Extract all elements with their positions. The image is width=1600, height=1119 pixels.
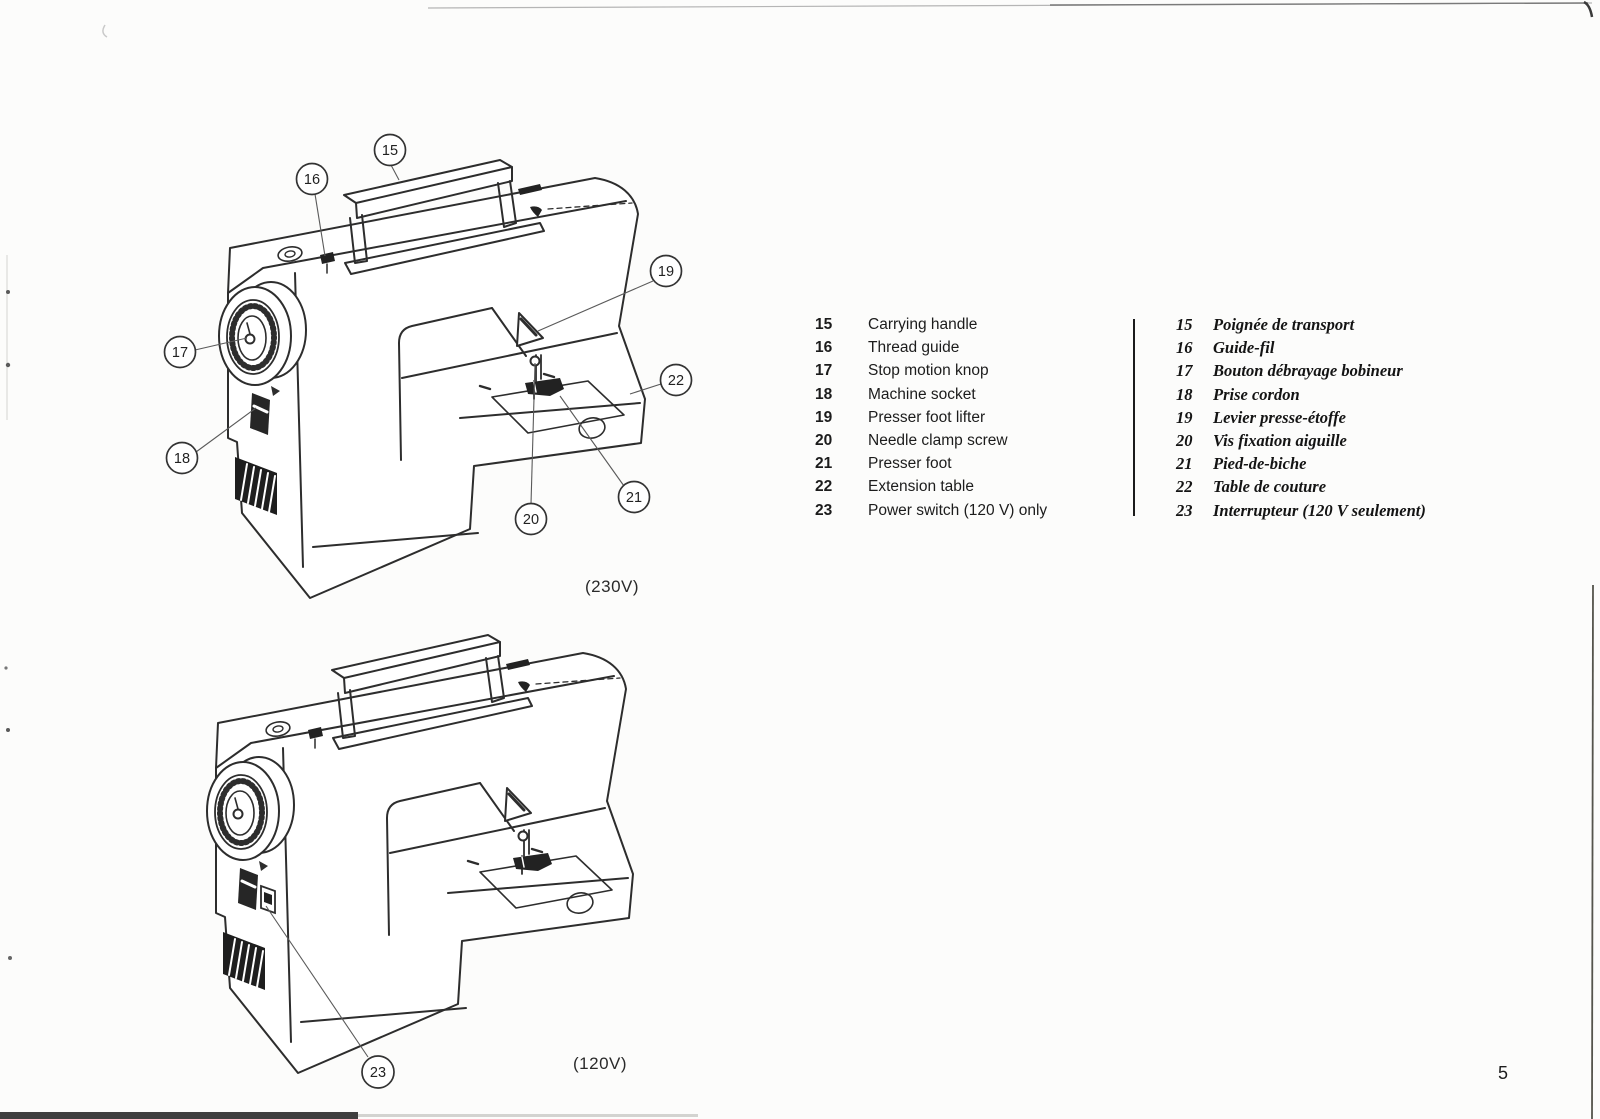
diagram-sewing-machine-230v: 15 16 17 18 19 20 21 22 xyxy=(163,133,693,599)
caption-120v: (120V) xyxy=(573,1054,628,1073)
callout-21-presser-foot: 21 xyxy=(617,480,651,514)
caption-230v: (230V) xyxy=(585,577,640,596)
svg-text:18: 18 xyxy=(174,451,190,467)
callout-17-stop-motion-knop: 17 xyxy=(163,335,197,369)
leader-lines-230v xyxy=(194,164,662,505)
svg-text:15: 15 xyxy=(382,143,398,159)
svg-text:20: 20 xyxy=(523,512,539,528)
callout-20-needle-clamp-screw: 20 xyxy=(514,502,548,536)
callout-19-presser-foot-lifter: 19 xyxy=(649,254,683,288)
callout-16-thread-guide: 16 xyxy=(295,162,329,196)
callout-18-machine-socket: 18 xyxy=(165,441,199,475)
svg-text:22: 22 xyxy=(668,373,684,389)
svg-text:21: 21 xyxy=(626,490,642,506)
callout-15-carrying-handle: 15 xyxy=(373,133,407,167)
leader-lines-120v xyxy=(265,905,369,1058)
diagram-sewing-machine-120v: 23 xyxy=(207,635,633,1089)
callout-23-power-switch: 23 xyxy=(361,1055,395,1089)
callout-22-extension-table: 22 xyxy=(659,363,693,397)
svg-text:17: 17 xyxy=(172,345,188,361)
column-divider xyxy=(1133,319,1135,516)
svg-text:19: 19 xyxy=(658,264,674,280)
power-switch xyxy=(260,884,276,915)
svg-text:23: 23 xyxy=(370,1065,386,1081)
page-number: 5 xyxy=(1498,1063,1509,1083)
svg-text:16: 16 xyxy=(304,172,320,188)
